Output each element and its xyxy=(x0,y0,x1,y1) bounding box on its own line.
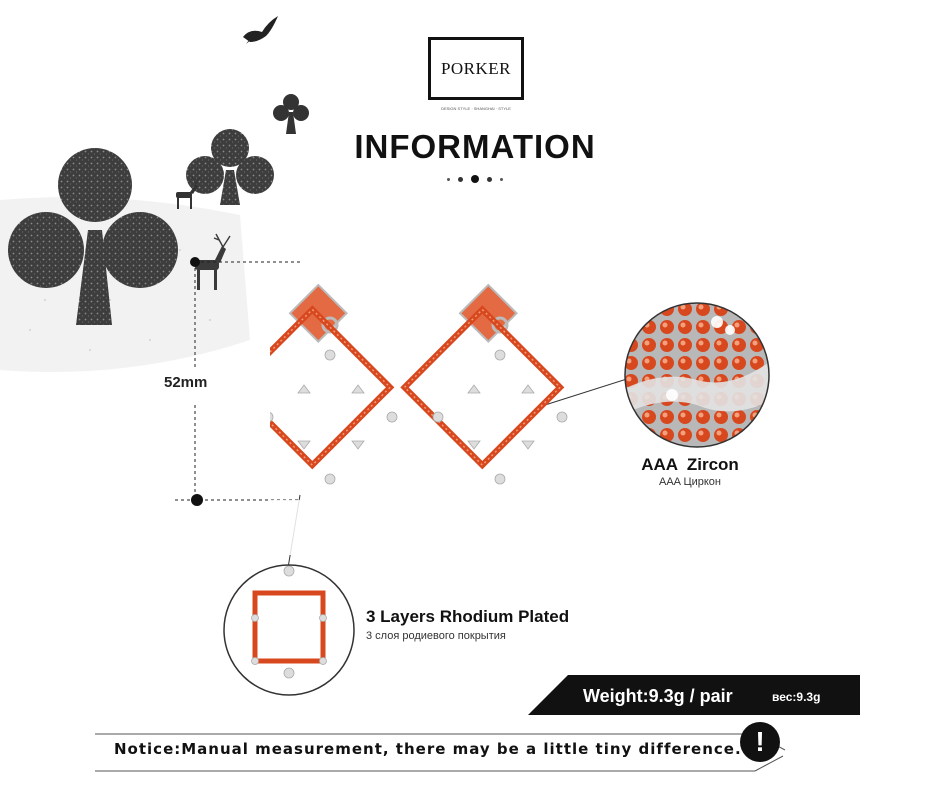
weight-label-ru: вес:9.3g xyxy=(772,690,821,704)
divider-dot xyxy=(458,176,463,182)
earring-image xyxy=(270,283,590,555)
brand-logo: PORKER xyxy=(428,37,524,100)
divider-dot xyxy=(487,176,492,182)
alert-icon: ! xyxy=(740,722,780,762)
weight-banner xyxy=(528,675,860,715)
zircon-subtitle: AAA Циркон xyxy=(659,476,721,488)
club-icon xyxy=(186,129,274,205)
divider-dot xyxy=(471,175,479,183)
weight-label: Weight:9.3g / pair xyxy=(583,686,733,706)
zircon-title: AAA Zircon xyxy=(641,455,739,474)
length-label: 52mm xyxy=(164,374,208,391)
divider-dot xyxy=(447,177,450,181)
plating-title: 3 Layers Rhodium Plated xyxy=(366,607,570,626)
club-icon xyxy=(273,94,309,134)
plating-subtitle: 3 слоя родиевого покрытия xyxy=(366,630,506,642)
brand-logo-text: PORKER xyxy=(440,58,512,78)
deer-icon xyxy=(176,175,201,209)
bird-icon xyxy=(243,16,278,44)
divider-dot xyxy=(500,177,503,181)
zircon-leader-line xyxy=(544,377,631,406)
club-icon xyxy=(8,148,178,325)
brand-logo-subtitle: DESIGN STYLE · SHANGHAI · STYLE xyxy=(441,106,511,111)
page-title: INFORMATION xyxy=(354,128,596,165)
dimension-marker-top xyxy=(190,257,200,267)
alert-symbol: ! xyxy=(755,726,765,757)
notice-text: Notice:Manual measurement, there may be … xyxy=(114,740,742,758)
title-divider-dots xyxy=(430,174,520,184)
rhodium-zoom-image xyxy=(223,564,355,696)
dimension-marker-bottom xyxy=(191,494,203,506)
zircon-zoom-image xyxy=(624,302,770,448)
